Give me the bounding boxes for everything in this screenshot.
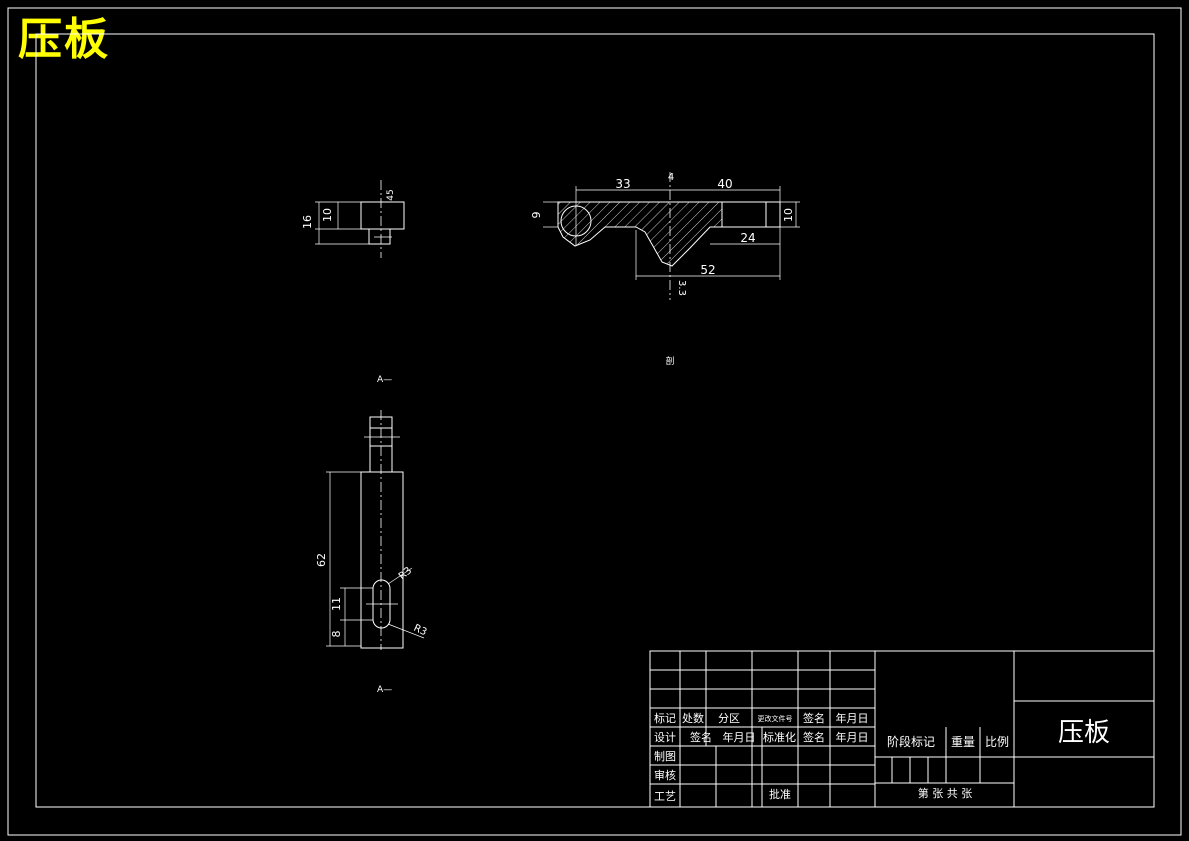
tb-pizhun: 批准	[769, 787, 791, 801]
dim-section-40: 40	[717, 177, 732, 191]
section-mark-bottom: A—	[377, 685, 392, 695]
section-mark-top: A—	[377, 375, 392, 385]
tb-qianming-1: 签名	[803, 711, 825, 725]
dim-plan-8: 8	[330, 631, 343, 638]
tb-chushu: 处数	[682, 712, 704, 725]
dim-plan-11: 11	[330, 597, 343, 611]
tb-fenqu: 分区	[718, 712, 740, 725]
tb-sheji: 设计	[654, 731, 676, 744]
section-label: 剖	[665, 355, 674, 367]
drawing-title: 压板	[18, 14, 110, 65]
dim-section-33: 33	[615, 177, 630, 191]
dim-section-9: 9	[530, 212, 543, 219]
tb-scale-label: 比例	[985, 735, 1009, 749]
tb-gongyi: 工艺	[654, 790, 676, 803]
dim-plan-62: 62	[315, 553, 328, 567]
tb-stage-label: 阶段标记	[887, 734, 935, 749]
dim-section-10: 10	[782, 208, 795, 222]
tb-nianyueri-2: 年月日	[723, 730, 756, 744]
tb-part-name: 压板	[1058, 718, 1110, 748]
tb-shenhe: 审核	[654, 768, 676, 782]
tb-biaoji: 标记	[654, 711, 676, 725]
dim-section-4: 4	[668, 172, 674, 183]
dim-plan-r3-bottom: R3	[412, 623, 429, 639]
outer-border	[7, 7, 1182, 836]
tb-genggai: 更改文件号	[758, 714, 793, 723]
tb-biaozhunhua: 标准化	[763, 730, 796, 744]
side-view: 16 10 45	[301, 180, 405, 258]
tb-zhitu: 制图	[654, 750, 676, 763]
tb-sheet-label: 第 张 共 张	[918, 786, 973, 800]
plan-view: A— A— 62 11 8 R3 R3	[315, 375, 428, 695]
dim-section-24: 24	[740, 231, 755, 245]
tb-qianming-3: 签名	[803, 730, 825, 744]
tb-qianming-2: 签名	[690, 730, 712, 744]
dim-side-45: 45	[386, 189, 396, 200]
dim-plan-r3-top: R3	[397, 565, 414, 582]
tb-nianyueri-1: 年月日	[836, 711, 869, 725]
dim-side-10: 10	[321, 208, 334, 222]
dim-section-52: 52	[700, 263, 715, 277]
title-block: 标记 处数 分区 更改文件号 签名 年月日 设计 签名 年月日 标准化 签名 年…	[649, 650, 1155, 808]
tb-nianyueri-3: 年月日	[836, 730, 869, 744]
dim-section-3-3: 3.3	[676, 280, 687, 296]
tb-weight-label: 重量	[951, 735, 975, 749]
inner-border	[35, 33, 1155, 808]
section-view: 33 4 40 9 10 24 52 3.3 剖	[530, 172, 800, 367]
dim-side-16: 16	[301, 215, 314, 229]
